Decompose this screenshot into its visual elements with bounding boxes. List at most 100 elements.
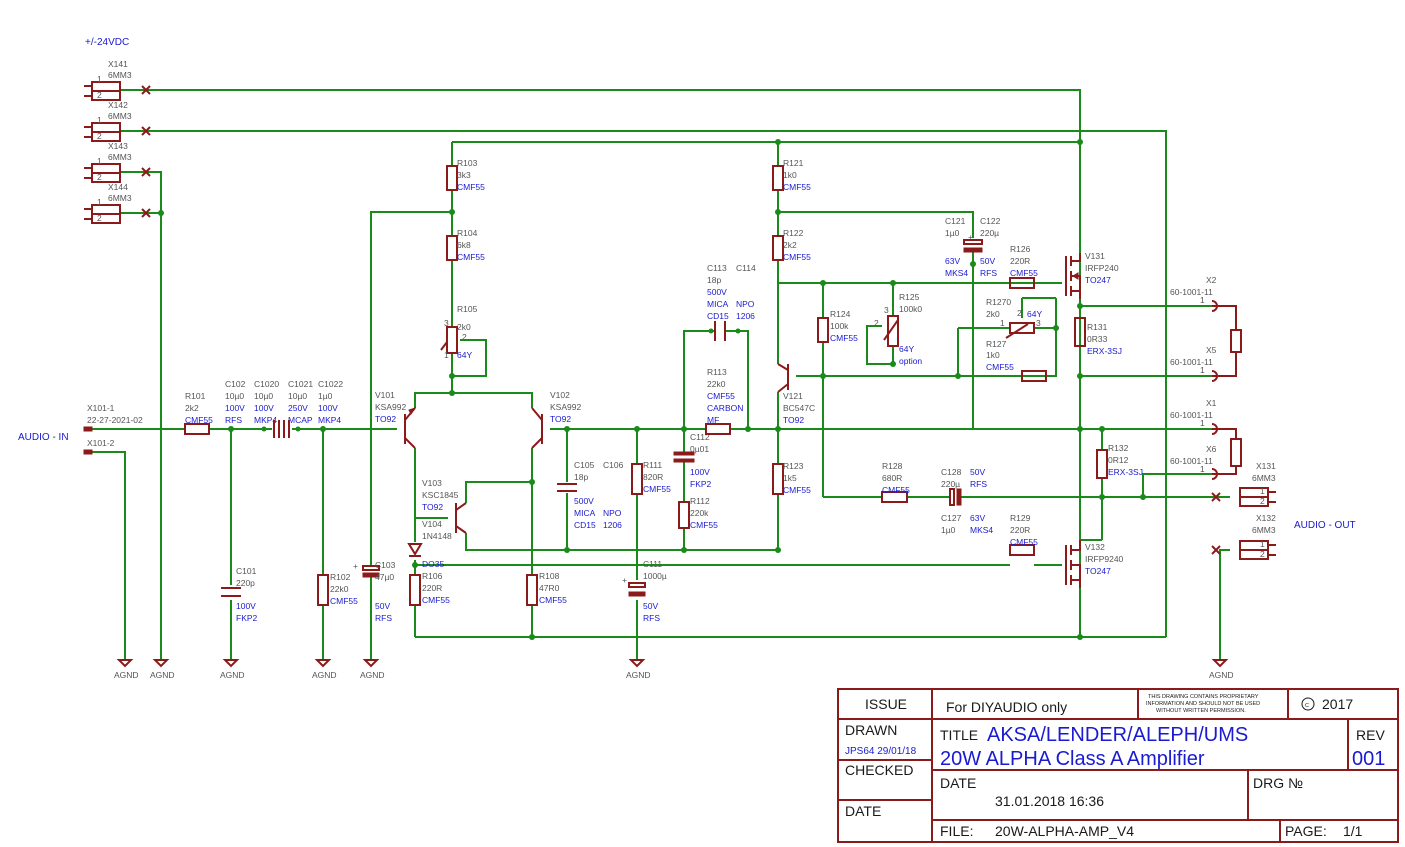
ground-symbols: AGND AGND AGND AGND AGND AGND AGND: [114, 659, 1234, 680]
svg-text:6MM3: 6MM3: [108, 193, 132, 203]
resistor-r101: R101 2k2 CMF55: [184, 391, 213, 435]
page-value: 1/1: [1343, 823, 1363, 839]
capacitor-c106: C106 NPO 1206: [603, 460, 624, 530]
svg-text:CMF55: CMF55: [783, 252, 811, 262]
svg-text:KSC1845: KSC1845: [422, 490, 459, 500]
capacitor-c1022: C1022 1µ0 100V MKP4: [318, 379, 343, 425]
svg-text:R126: R126: [1010, 244, 1031, 254]
svg-text:1µ0: 1µ0: [941, 525, 956, 535]
svg-text:WITHOUT WRITTEN PERMISSION.: WITHOUT WRITTEN PERMISSION.: [1156, 708, 1246, 714]
svg-text:1µ0: 1µ0: [945, 228, 960, 238]
svg-text:ERX-3SJ: ERX-3SJ: [1087, 346, 1122, 356]
svg-text:RFS: RFS: [980, 268, 997, 278]
svg-text:X101-1: X101-1: [87, 403, 115, 413]
svg-text:BC547C: BC547C: [783, 403, 815, 413]
svg-text:CMF55: CMF55: [330, 596, 358, 606]
svg-text:V121: V121: [783, 391, 803, 401]
title-block: ISSUE For DIYAUDIO only THIS DRAWING CON…: [837, 688, 1399, 843]
svg-text:RFS: RFS: [225, 415, 242, 425]
svg-text:2: 2: [462, 332, 467, 342]
svg-text:C128: C128: [941, 467, 962, 477]
output-connectors: X2 60-1001-11 1 X5 60-1001-11 1 X1 60-10…: [1170, 275, 1356, 560]
svg-text:C112: C112: [690, 432, 710, 442]
resistor-r111: R111 820R CMF55: [631, 460, 671, 495]
title-line2: 20W ALPHA Class A Amplifier: [940, 748, 1205, 770]
svg-text:DO35: DO35: [422, 559, 444, 569]
svg-text:2: 2: [97, 131, 102, 141]
svg-text:CMF55: CMF55: [422, 595, 450, 605]
svg-text:C121: C121: [945, 216, 966, 226]
svg-text:220R: 220R: [422, 583, 442, 593]
svg-text:R101: R101: [185, 391, 206, 401]
mosfet-v132: V132 IRFP9240 TO247: [1065, 540, 1124, 588]
components: R101 2k2 CMF55 C102 10µ0 100V RFS C1020 …: [184, 158, 1143, 623]
svg-text:C114: C114: [736, 263, 756, 273]
agnd-5: AGND: [360, 659, 385, 680]
svg-text:C106: C106: [603, 460, 624, 470]
svg-text:1: 1: [1260, 486, 1265, 496]
svg-text:X6: X6: [1206, 444, 1217, 454]
svg-text:option: option: [899, 356, 922, 366]
svg-text:R1270: R1270: [986, 297, 1011, 307]
svg-text:47R0: 47R0: [539, 583, 560, 593]
svg-text:22k0: 22k0: [330, 584, 349, 594]
svg-text:C1020: C1020: [254, 379, 279, 389]
svg-text:64Y: 64Y: [457, 350, 472, 360]
svg-text:18p: 18p: [574, 472, 588, 482]
svg-text:C1022: C1022: [318, 379, 343, 389]
svg-text:R102: R102: [330, 572, 351, 582]
connector-x132: X132 6MM3 12: [1211, 513, 1276, 560]
wires: [92, 89, 1230, 660]
agnd-3: AGND: [220, 659, 245, 680]
svg-text:1k0: 1k0: [783, 170, 797, 180]
svg-text:R104: R104: [457, 228, 478, 238]
transistor-v102: V102 KSA992 TO92: [531, 390, 581, 449]
svg-text:63V: 63V: [945, 256, 960, 266]
svg-text:TO92: TO92: [550, 414, 571, 424]
svg-text:R127: R127: [986, 339, 1007, 349]
connector-x142: X142 6MM3 12: [84, 100, 151, 142]
svg-text:X143: X143: [108, 141, 128, 151]
svg-text:1k5: 1k5: [783, 473, 797, 483]
svg-text:R112: R112: [690, 496, 710, 506]
svg-text:TO92: TO92: [783, 415, 804, 425]
drawn-label: DRAWN: [845, 722, 897, 738]
resistor-r113: R113 22k0 CMF55 CARBON MF: [705, 367, 743, 435]
svg-text:AGND: AGND: [360, 670, 385, 680]
svg-text:CMF55: CMF55: [457, 182, 485, 192]
svg-text:R131: R131: [1087, 322, 1108, 332]
svg-text:60-1001-11: 60-1001-11: [1170, 410, 1213, 420]
capacitor-c1021: C1021 10µ0 250V MCAP: [261, 379, 313, 438]
resistor-r106: R106 220R CMF55: [409, 571, 450, 606]
file-label: FILE:: [940, 823, 973, 839]
connector-x143: X143 6MM3 12: [84, 141, 151, 183]
svg-text:10µ0: 10µ0: [288, 391, 307, 401]
trimmer-r1270: R1270 2k0 64Y 1 3 2: [986, 297, 1042, 339]
resistor-r122: R122 2k2 CMF55: [772, 228, 811, 262]
agnd-6: AGND: [626, 659, 651, 680]
svg-text:60-1001-11: 60-1001-11: [1170, 456, 1213, 466]
svg-text:1: 1: [97, 197, 102, 207]
svg-text:V132: V132: [1085, 542, 1105, 552]
svg-text:C122: C122: [980, 216, 1001, 226]
audio-input: AUDIO - IN X101-1 22-27-2021-02 X101-2: [18, 403, 143, 455]
svg-text:C127: C127: [941, 513, 962, 523]
svg-text:22k0: 22k0: [707, 379, 726, 389]
svg-text:MICA: MICA: [707, 299, 729, 309]
title-line1: AKSA/LENDER/ALEPH/UMS: [987, 724, 1248, 746]
svg-text:TO92: TO92: [422, 502, 443, 512]
svg-text:50V: 50V: [980, 256, 995, 266]
resistor-r127: R127 1k0 CMF55: [986, 339, 1047, 382]
svg-text:50V: 50V: [375, 601, 390, 611]
svg-text:+: +: [968, 232, 973, 242]
svg-text:CMF55: CMF55: [1010, 537, 1038, 547]
supply-connectors: +/-24VDC X141 6MM3 12 X142 6MM3 12 X143 …: [84, 37, 151, 224]
svg-text:KSA992: KSA992: [375, 402, 406, 412]
svg-text:3: 3: [884, 305, 889, 315]
svg-text:CMF55: CMF55: [1010, 268, 1038, 278]
svg-text:ERX-3SJ: ERX-3SJ: [1108, 467, 1143, 477]
svg-text:X2: X2: [1206, 275, 1217, 285]
transistor-v103: V103 KSC1845 TO92: [422, 478, 467, 534]
svg-text:0µ01: 0µ01: [690, 444, 709, 454]
issue-label: ISSUE: [865, 696, 907, 712]
